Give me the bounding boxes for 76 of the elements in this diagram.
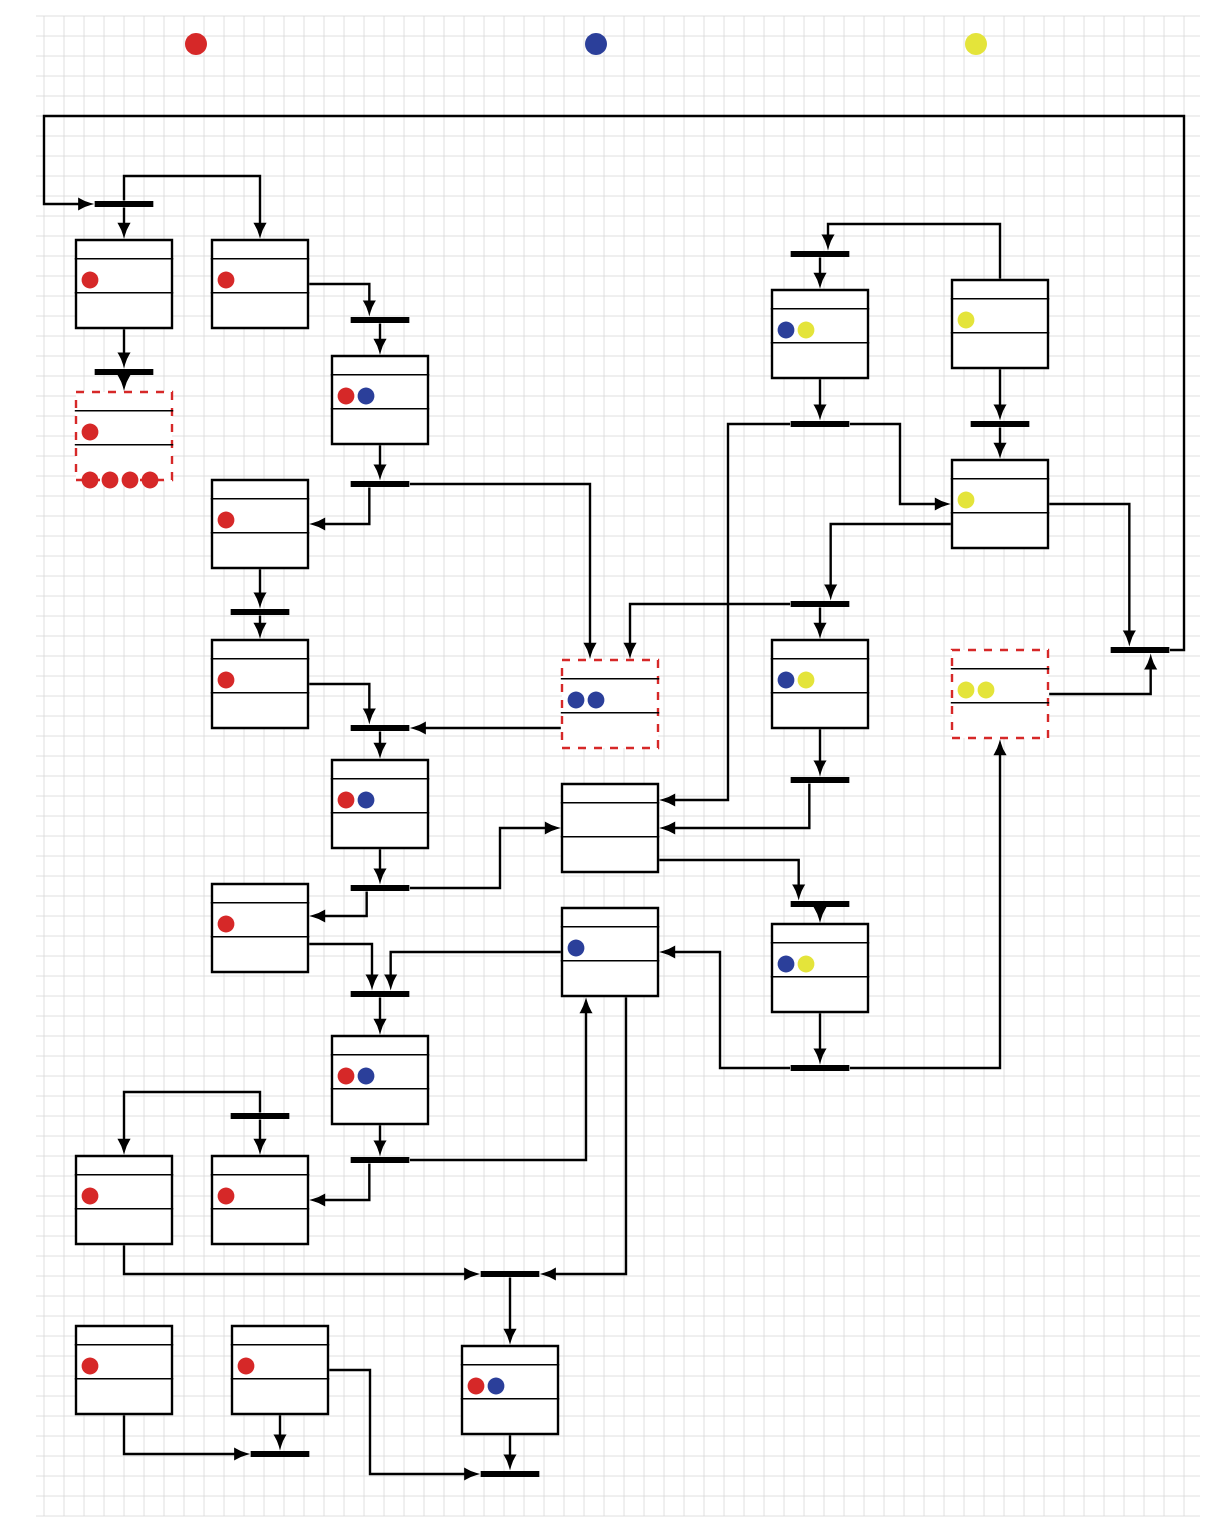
arc-arrow bbox=[329, 1368, 477, 1480]
arc-arrow bbox=[254, 569, 266, 606]
arc-arrow bbox=[309, 282, 375, 314]
arc-arrow bbox=[118, 207, 130, 236]
place-box bbox=[330, 1034, 430, 1126]
place-box bbox=[330, 758, 430, 850]
place-box bbox=[560, 658, 660, 750]
arc-arrow bbox=[543, 997, 628, 1280]
arc-arrow bbox=[374, 731, 386, 756]
arc-arrow bbox=[662, 946, 791, 1070]
place-box bbox=[210, 638, 310, 730]
place-box bbox=[770, 288, 870, 380]
place-box bbox=[770, 638, 870, 730]
arc-arrow bbox=[822, 222, 1002, 279]
place-box bbox=[210, 238, 310, 330]
arc-arrow bbox=[994, 427, 1006, 456]
place-box bbox=[950, 458, 1050, 550]
arc-arrow bbox=[409, 1000, 592, 1162]
arc-arrow bbox=[814, 257, 826, 286]
arc-arrow bbox=[825, 522, 951, 598]
place-box bbox=[74, 238, 174, 330]
arc-arrow bbox=[374, 323, 386, 352]
arc-arrow bbox=[1049, 656, 1157, 696]
place-box bbox=[950, 648, 1050, 740]
arc-arrow bbox=[118, 1090, 262, 1152]
transition-bar bbox=[230, 1113, 290, 1119]
arc-arrow bbox=[309, 682, 375, 722]
arc-arrow bbox=[385, 950, 561, 988]
arc-arrow bbox=[312, 487, 371, 530]
arc-arrow bbox=[374, 1125, 386, 1154]
arc-arrow bbox=[994, 369, 1006, 418]
place-box bbox=[210, 478, 310, 570]
place-box bbox=[770, 922, 870, 1014]
arc-arrow bbox=[122, 174, 266, 236]
arc-arrow bbox=[504, 1435, 516, 1468]
place-box bbox=[460, 1344, 560, 1436]
arc-arrow bbox=[1049, 502, 1135, 644]
arc-arrow bbox=[814, 379, 826, 418]
arc-arrow bbox=[624, 602, 791, 656]
arc-arrow bbox=[849, 742, 1006, 1070]
place-box bbox=[230, 1324, 330, 1416]
arc-arrow bbox=[413, 722, 561, 734]
place-box bbox=[560, 906, 660, 998]
place-box bbox=[210, 882, 310, 974]
place-box bbox=[330, 354, 430, 446]
place-box bbox=[74, 390, 174, 482]
arc-arrow bbox=[814, 906, 826, 920]
place-box bbox=[560, 782, 660, 874]
arc-arrow bbox=[849, 422, 948, 510]
arc-arrow bbox=[254, 615, 266, 636]
place-box bbox=[210, 1154, 310, 1246]
arc-arrow bbox=[309, 942, 378, 988]
place-box bbox=[950, 278, 1050, 370]
arc-arrow bbox=[409, 822, 558, 890]
arc-arrow bbox=[254, 1119, 266, 1152]
arc-arrow bbox=[814, 729, 826, 774]
arc-arrow bbox=[274, 1415, 286, 1448]
arc-arrow bbox=[42, 114, 1186, 652]
arc-arrow bbox=[118, 329, 130, 366]
arc-arrow bbox=[312, 891, 368, 922]
arc-arrow bbox=[118, 374, 130, 388]
place-box bbox=[74, 1154, 174, 1246]
arc-arrow bbox=[662, 783, 811, 834]
arc-arrow bbox=[814, 607, 826, 636]
arc-arrow bbox=[662, 422, 791, 806]
arc-arrow bbox=[374, 849, 386, 882]
arc-arrow bbox=[814, 1013, 826, 1062]
arc-arrow bbox=[374, 445, 386, 478]
arc-arrow bbox=[122, 1245, 477, 1280]
arc-arrow bbox=[659, 858, 805, 898]
place-box bbox=[74, 1324, 174, 1416]
arc-arrow bbox=[504, 1277, 516, 1342]
arc-arrow bbox=[409, 482, 596, 656]
arc-arrow bbox=[374, 997, 386, 1032]
arc-arrow bbox=[312, 1163, 371, 1206]
arc-arrow bbox=[122, 1415, 247, 1460]
